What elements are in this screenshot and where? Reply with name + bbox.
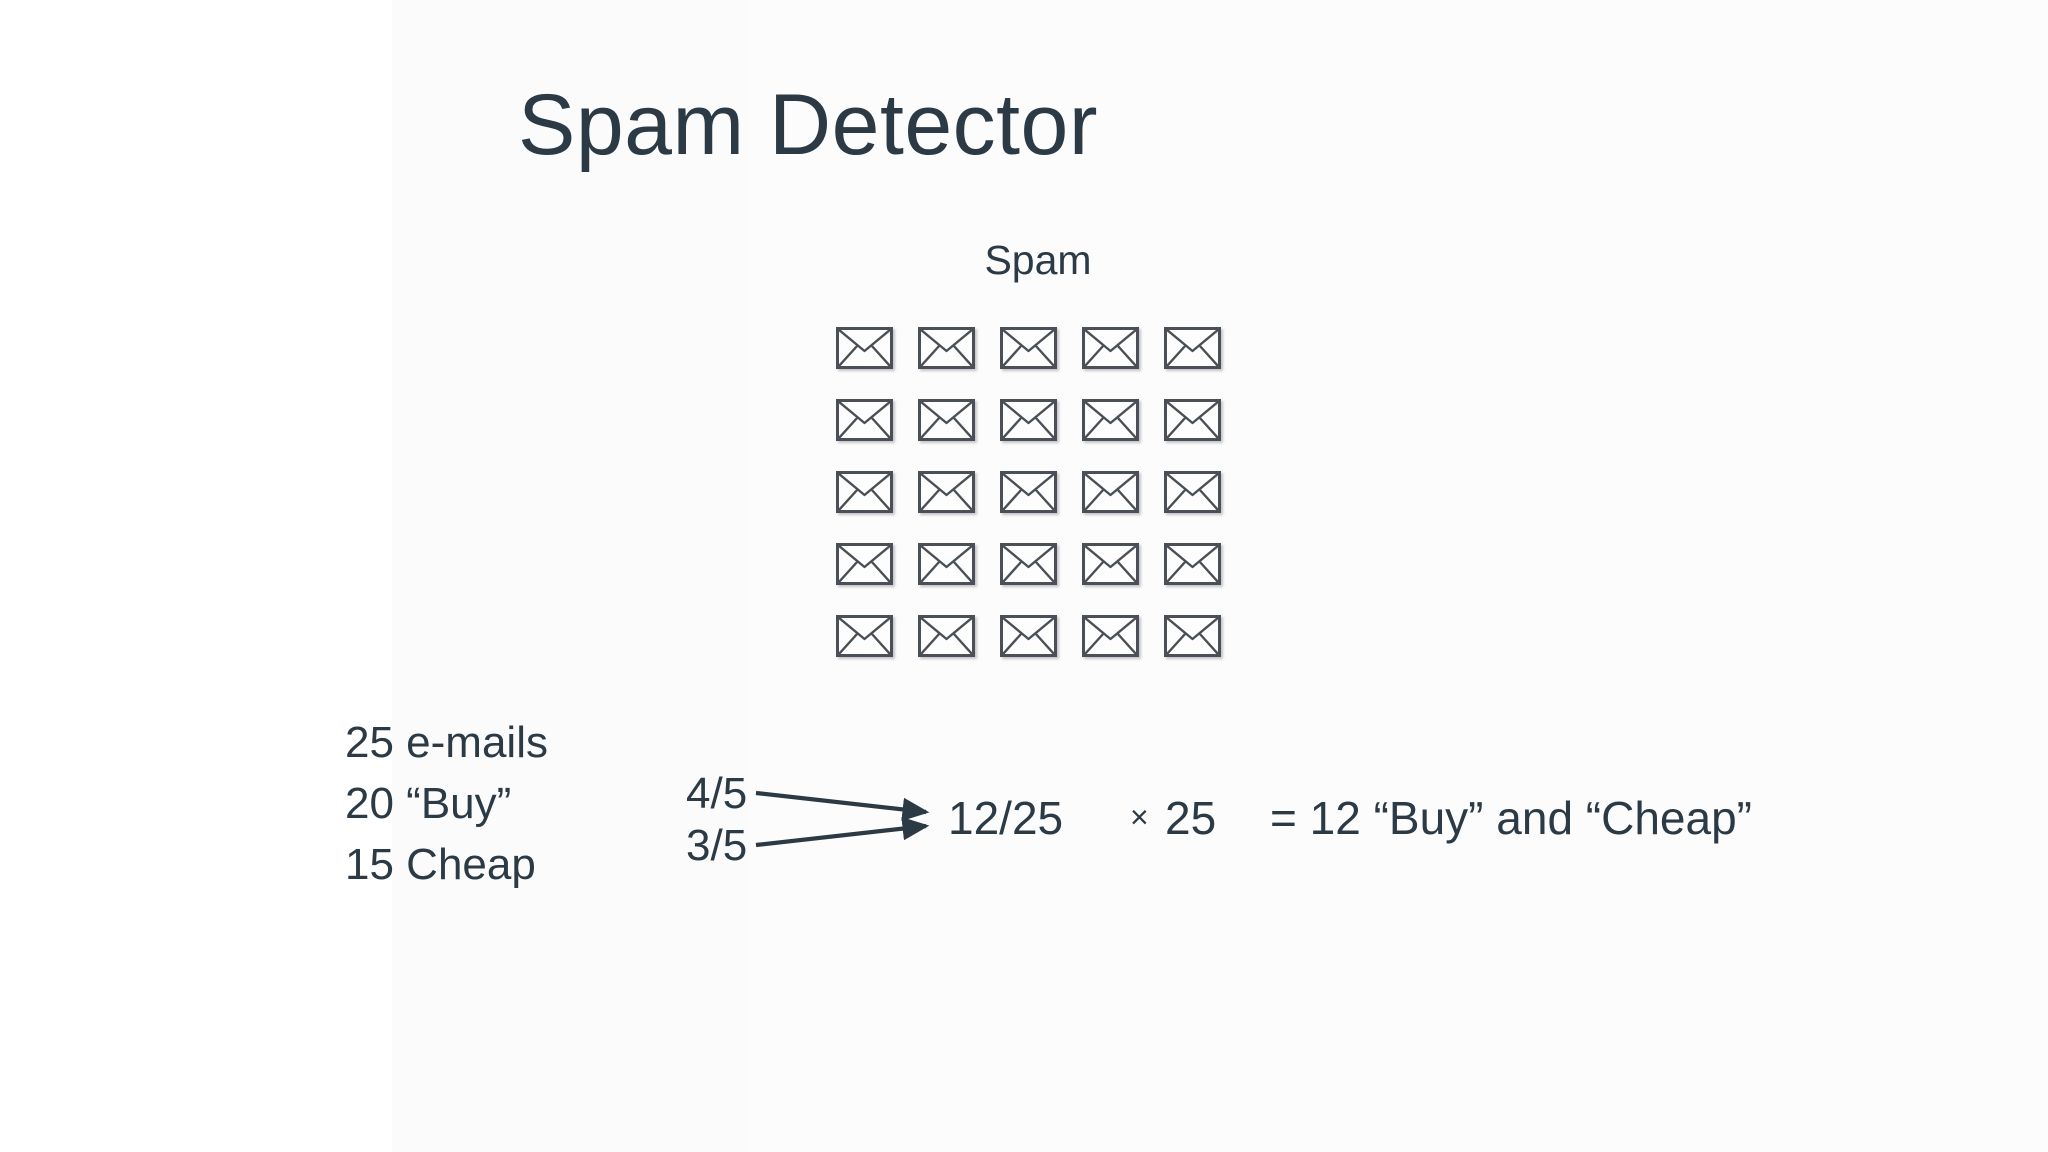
fraction-cheap: 3/5: [686, 821, 748, 870]
envelope-icon: [1164, 471, 1221, 513]
envelope-icon: [1164, 399, 1221, 441]
result-text: = 12 “Buy” and “Cheap”: [1270, 792, 1752, 844]
envelope-icon: [836, 399, 893, 441]
arrow-buy: [755, 790, 930, 822]
envelope-icon: [918, 615, 975, 657]
envelope-icon: [836, 471, 893, 513]
envelope-icon: [1082, 615, 1139, 657]
envelope-icon: [918, 327, 975, 369]
envelope-icon: [1164, 615, 1221, 657]
fraction-buy: 4/5: [686, 769, 748, 818]
envelope-icon: [1000, 543, 1057, 585]
combined-ratio: 12/25: [948, 792, 1064, 844]
envelope-icon: [1082, 399, 1139, 441]
page-title: Spam Detector: [0, 82, 2048, 168]
page-title-text: Spam Detector: [517, 77, 1099, 173]
envelope-icon: [1082, 327, 1139, 369]
multiply-symbol: ×: [1130, 799, 1149, 835]
mail-grid: [836, 327, 1221, 657]
envelope-icon: [1082, 471, 1139, 513]
envelope-icon: [1000, 327, 1057, 369]
envelope-icon: [1000, 471, 1057, 513]
envelope-icon: [836, 327, 893, 369]
envelope-icon: [836, 615, 893, 657]
envelope-icon: [918, 471, 975, 513]
envelope-icon: [1082, 543, 1139, 585]
envelope-icon: [918, 399, 975, 441]
envelope-icon: [1164, 543, 1221, 585]
converging-arrows: [755, 790, 930, 848]
stat-buy-count: 20 “Buy”: [345, 779, 512, 828]
total-emails-value: 25: [1165, 792, 1217, 844]
mail-group-label: Spam: [984, 237, 1092, 283]
envelope-icon: [836, 543, 893, 585]
stats-block: 25 e-mails 20 “Buy” 15 Cheap: [345, 712, 548, 895]
envelope-icon: [1000, 615, 1057, 657]
envelope-icon: [918, 543, 975, 585]
arrow-cheap: [755, 816, 930, 848]
stat-total-emails: 25 e-mails: [345, 718, 548, 767]
stat-cheap-count: 15 Cheap: [345, 840, 536, 889]
envelope-icon: [1000, 399, 1057, 441]
envelope-icon: [1164, 327, 1221, 369]
